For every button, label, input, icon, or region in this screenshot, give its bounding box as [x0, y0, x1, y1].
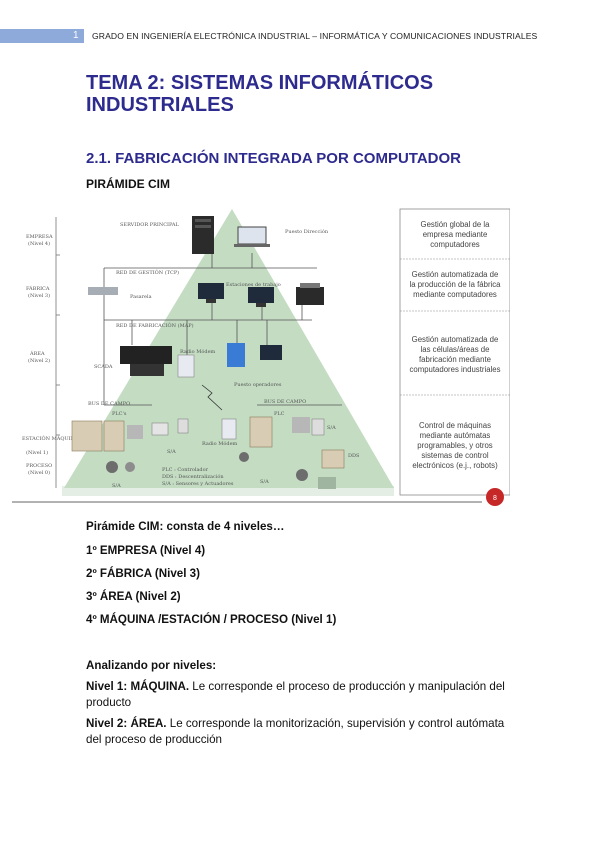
description-panel [399, 208, 510, 496]
workstation-icon [198, 283, 224, 299]
paragraph-text: Le corresponde la monitorización, superv… [86, 717, 505, 746]
cim-pyramid-figure: EMPRESA (Nivel 4) FÁBRICA (Nivel 3) ÁREA… [12, 208, 510, 506]
slide-number: 8 [493, 495, 497, 502]
chapter-title-line-2: INDUSTRIALES [86, 94, 234, 116]
radio-modem-icon [221, 418, 237, 440]
page-number: 1 [73, 30, 79, 41]
legend-sa: S/A : Sensores y Actuadores [162, 481, 234, 487]
actuator-icon [239, 452, 249, 462]
running-header: GRADO EN INGENIERÍA ELECTRÓNICA INDUSTRI… [92, 31, 538, 41]
actuator-icon [125, 462, 135, 472]
box-area-line-2: las células/áreas de [421, 345, 490, 354]
label-estaciones: Estaciones de trabajo [226, 282, 281, 288]
label-plc: PLC [274, 411, 285, 417]
label-plcs: PLC's [112, 411, 127, 417]
gateway-icon [88, 287, 118, 295]
section-heading: 2.1. FABRICACIÓN INTEGRADA POR COMPUTADO… [86, 150, 462, 167]
label-red-fab: RED DE FABRICACIÓN (MAP) [116, 321, 194, 329]
paragraph-label: Nivel 2: ÁREA. [86, 717, 167, 730]
level-label-fabrica: FÁBRICA [26, 285, 50, 292]
slide-number-badge [486, 488, 504, 506]
label-scada: SCADA [94, 364, 113, 370]
paragraph-nivel-2: Nivel 2: ÁREA. Le corresponde la monitor… [86, 716, 516, 748]
box-empresa-line-3: computadores [430, 240, 480, 249]
label-servidor: SERVIDOR PRINCIPAL [120, 222, 180, 228]
sensor-icon [151, 422, 169, 436]
header-accent-bar [0, 29, 84, 43]
sensor-icon [311, 418, 325, 436]
scada-monitor-icon [120, 346, 146, 364]
level-label-estacion: ESTACIÓN MÁQUINA [22, 434, 79, 442]
operator-cabinet-icon [227, 343, 245, 367]
level-item-1: 1º EMPRESA (Nivel 4) [86, 544, 206, 557]
level-num-fabrica: (Nivel 3) [28, 292, 50, 299]
legend-plc: PLC : Controlador [162, 467, 209, 473]
radio-link-icon [201, 384, 223, 411]
level-label-empresa: EMPRESA [26, 234, 53, 240]
box-maquina-line-2: mediante autómatas [420, 431, 491, 440]
box-maquina-line-4: sistemas de control [421, 451, 488, 460]
level-label-area: ÁREA [29, 350, 45, 357]
label-puesto-dir: Puesto Dirección [285, 228, 329, 235]
level-num-proceso: (Nivel 0) [28, 469, 50, 476]
paragraph-label: Nivel 1: MÁQUINA. [86, 680, 190, 693]
box-empresa-line-1: Gestión global de la [421, 220, 491, 229]
printer-icon [296, 287, 324, 305]
label-puesto-op: Puesto operadores [234, 382, 282, 388]
box-empresa-line-2: empresa mediante [423, 230, 488, 239]
level-num-estacion: (Nivel 1) [26, 449, 48, 456]
intro-line: Pirámide CIM: consta de 4 niveles… [86, 520, 285, 533]
label-red-gestion: RED DE GESTIÓN (TCP) [116, 268, 179, 276]
chapter-title-line-1: TEMA 2: SISTEMAS INFORMÁTICOS [86, 72, 434, 94]
level-item-2: 2º FÁBRICA (Nivel 3) [86, 567, 200, 580]
label-sa-2: S/A [327, 425, 336, 431]
label-bus-campo-2: BUS DE CAMPO [264, 399, 306, 405]
level-num-empresa: (Nivel 4) [28, 240, 50, 247]
box-area-line-4: computadores industriales [409, 365, 500, 374]
paragraph-nivel-1: Nivel 1: MÁQUINA. Le corresponde el proc… [86, 679, 516, 711]
dds-module-icon [321, 449, 345, 469]
label-sa-1: S/A [167, 449, 176, 455]
label-sa-3: S/A [112, 483, 121, 489]
label-dds: DDS [348, 453, 360, 459]
subheading: PIRÁMIDE CIM [86, 177, 170, 191]
plc-rack-icon [71, 420, 103, 452]
laptop-icon [237, 226, 267, 245]
workstation-icon [248, 287, 274, 303]
label-sa-4: S/A [260, 479, 269, 485]
label-bus-campo-1: BUS DE CAMPO [88, 401, 130, 407]
analysis-heading: Analizando por niveles: [86, 659, 217, 672]
level-item-4: 4º MÁQUINA /ESTACIÓN / PROCESO (Nivel 1) [86, 613, 337, 626]
label-pasarela: Pasarela [130, 294, 152, 300]
io-module-icon [292, 417, 310, 433]
sensor-icon [318, 477, 336, 489]
level-item-3: 3º ÁREA (Nivel 2) [86, 590, 181, 603]
plc-rack-icon [103, 420, 125, 452]
box-area-line-1: Gestión automatizada de [412, 335, 499, 344]
box-fabrica-line-2: la producción de la fábrica [409, 280, 501, 289]
box-fabrica-line-1: Gestión automatizada de [412, 270, 499, 279]
sensor-icon [177, 418, 189, 434]
label-radio-modem: Radio Módem [180, 348, 216, 355]
box-maquina-line-1: Control de máquinas [419, 421, 491, 430]
chapter-title: TEMA 2: SISTEMAS INFORMÁTICOS INDUSTRIAL… [86, 72, 516, 116]
box-fabrica-line-3: mediante computadores [413, 290, 497, 299]
actuator-icon [106, 461, 118, 473]
pyramid-base-shadow [62, 486, 394, 496]
box-maquina-line-3: programables, y otros [417, 441, 493, 450]
box-maquina-line-5: electrónicos (e.j., robots) [412, 461, 498, 470]
level-num-area: (Nivel 2) [28, 357, 50, 364]
operator-monitor-icon [260, 345, 282, 360]
legend-dds: DDS : Descentralización [162, 473, 224, 480]
plc-rack-icon [249, 416, 273, 448]
label-radio-modem-2: Radio Módem [202, 440, 238, 447]
actuator-icon [296, 469, 308, 481]
paragraph-text: Le corresponde el proceso de producción … [86, 680, 505, 709]
box-area-line-3: fabricación mediante [419, 355, 491, 364]
level-label-proceso: PROCESO [26, 463, 52, 469]
radio-modem-icon [177, 354, 195, 378]
io-module-icon [127, 425, 143, 439]
